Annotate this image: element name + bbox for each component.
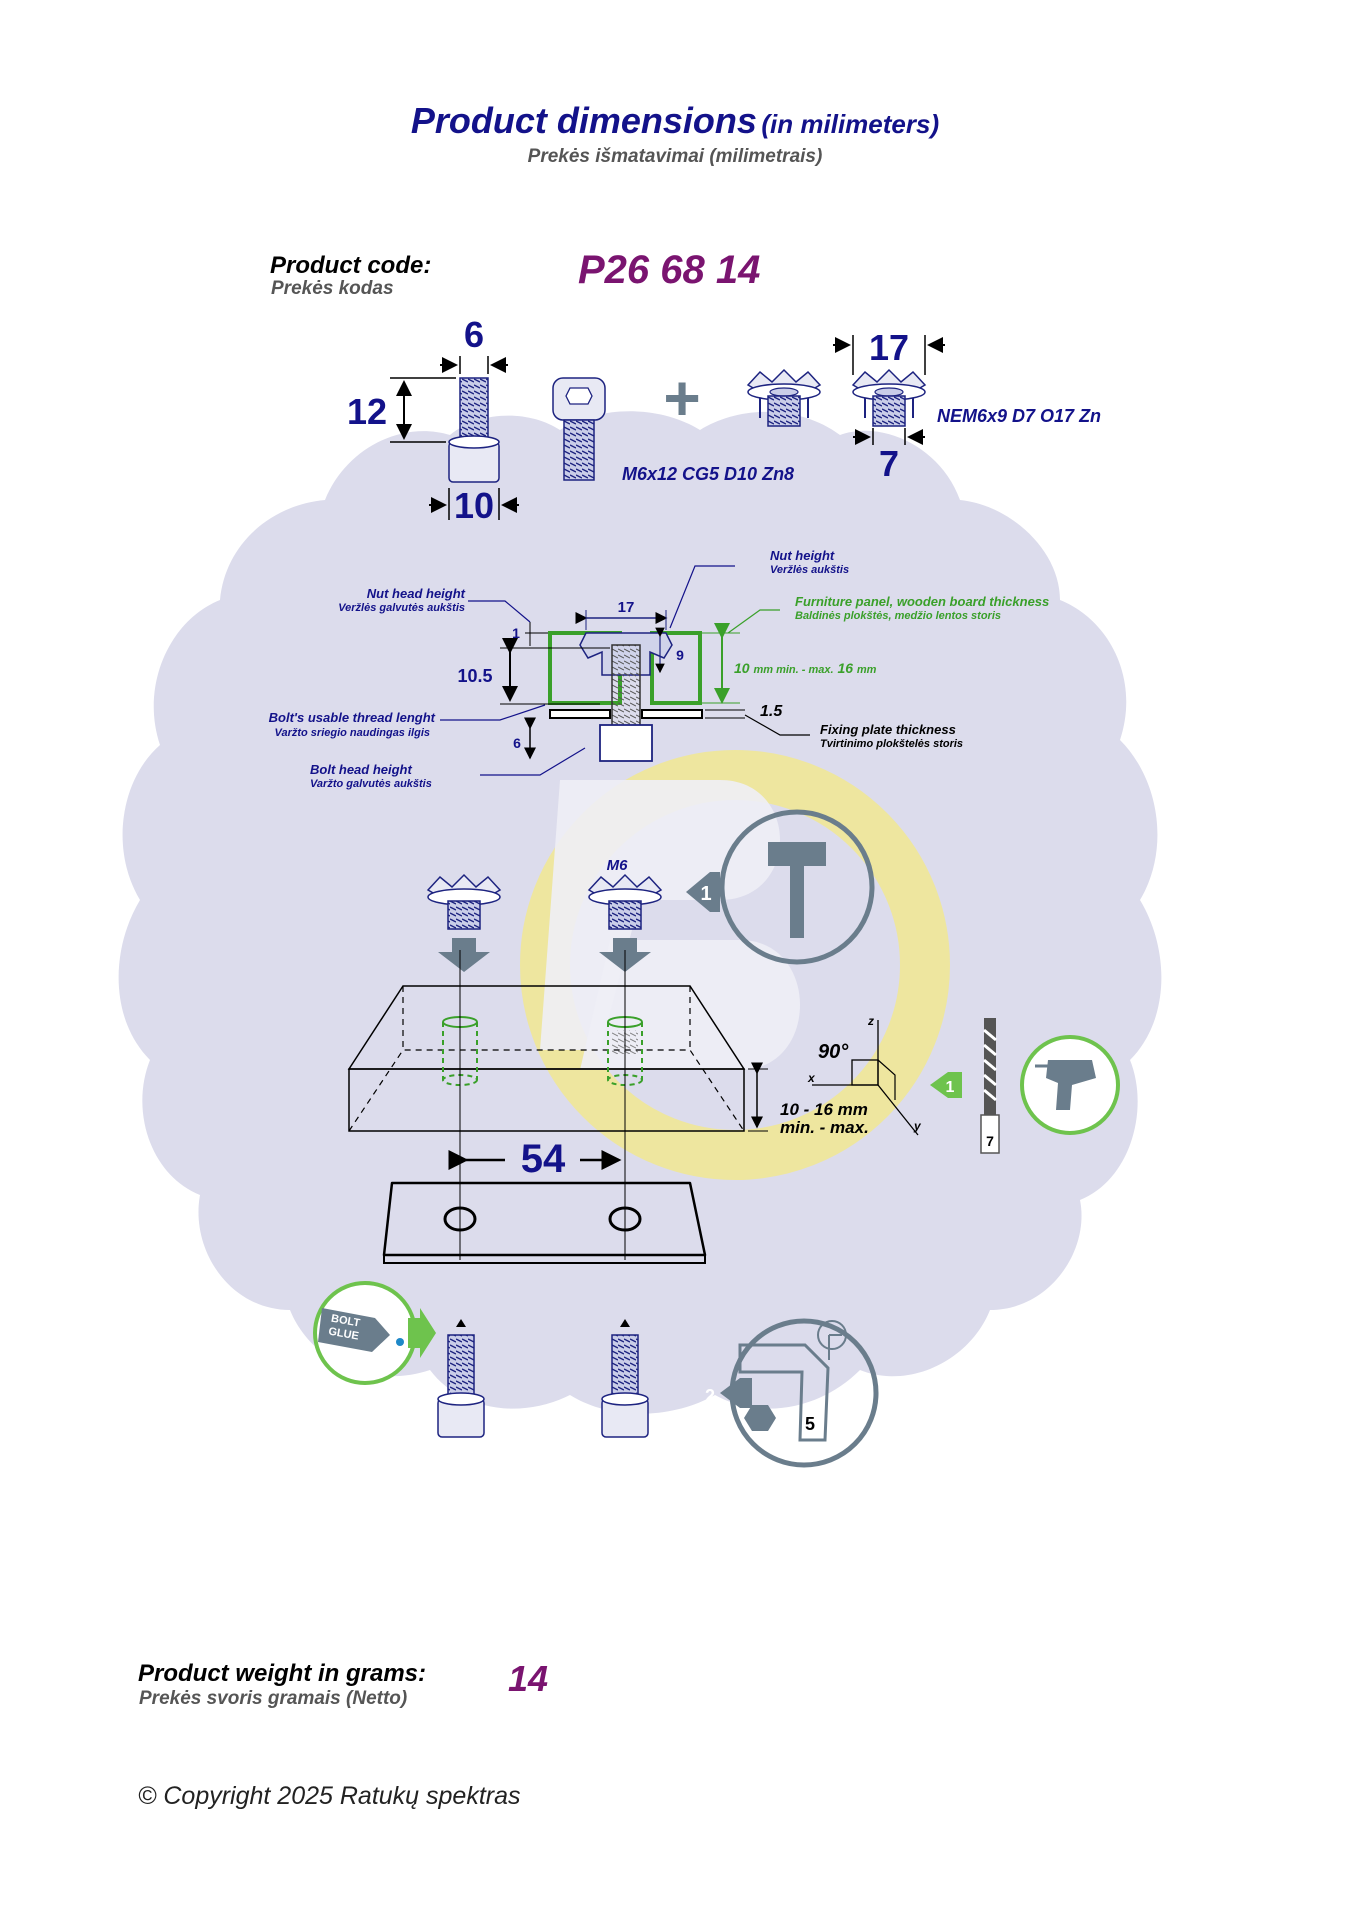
nut-height-text: Nut height (770, 548, 835, 563)
hammer-step (686, 809, 875, 965)
panel-min-text: mm min. - max. (753, 664, 833, 676)
hole-spacing-label: 54 (521, 1137, 566, 1181)
step2-number: 2 (705, 1386, 715, 1406)
bolt-glue-icon (313, 1281, 436, 1385)
cross-section-drawing (440, 565, 810, 776)
page-title: Product dimensions (in milimeters) (0, 100, 1350, 142)
bolt-width-label: 6 (464, 314, 484, 355)
axis-y: y (913, 1119, 922, 1133)
nut-height-label: 7 (879, 443, 899, 484)
tee-nut-icon (746, 368, 822, 427)
bolt-length-label: 12 (347, 391, 387, 432)
section-nut-head-value: 1 (512, 625, 520, 641)
bolt-head-height-label: Bolt head height (310, 762, 413, 777)
panel-range: 10 mm min. - max. 16 mm (734, 660, 877, 676)
bolt-spec: M6x12 CG5 D10 Zn8 (622, 464, 794, 484)
glue-text-1: BOLT (330, 1313, 361, 1330)
angle-label: 90° (818, 1041, 849, 1063)
axis-x: x (807, 1071, 816, 1085)
panel-max: 16 (837, 660, 853, 676)
panel-thickness-sub: Baldinės plokštės, medžio lentos storis (795, 610, 1001, 622)
section-bolt-head-value: 6 (513, 735, 521, 751)
plate-thickness-sub: Tvirtinimo plokštelės storis (820, 738, 963, 750)
title-unit: (in milimeters) (761, 109, 940, 139)
glue-text-2: GLUE (327, 1325, 359, 1342)
bolt-dimension-drawing (390, 356, 519, 520)
section-plate-value: 1.5 (760, 703, 783, 720)
step1-number: 1 (700, 883, 711, 905)
nut-size-label: M6 (607, 857, 628, 874)
axes-drawing (812, 1020, 919, 1136)
bolt-head-height-sub: Varžto galvutės aukštis (310, 778, 432, 790)
product-code-label: Product code: (270, 252, 432, 279)
bolt-right (601, 1319, 649, 1438)
bolt-left (437, 1319, 485, 1438)
plus-sign: + (663, 362, 700, 434)
panel-min: 10 (734, 660, 750, 676)
bolt-head-label: 10 (454, 485, 494, 526)
tee-nut-left (426, 873, 502, 930)
hex-key-step (720, 1318, 879, 1468)
nut-spec: NEM6x9 D7 O17 Zn (937, 406, 1101, 426)
section-flange-value: 17 (618, 599, 635, 616)
plate-thickness-label: Fixing plate thickness (820, 722, 956, 737)
fixing-plate (382, 1181, 707, 1264)
board-minmax: min. - max. (780, 1118, 869, 1137)
section-nut-height-value: 9 (676, 647, 684, 663)
product-code-sub: Prekės kodas (271, 278, 394, 299)
nut-head-height-sub: Veržlės galvutės aukštis (338, 602, 465, 614)
page-subtitle: Prekės išmatavimai (milimetrais) (527, 146, 823, 167)
weight-sub: Prekės svoris gramais (Netto) (139, 1688, 408, 1709)
nut-head-height-label: Nut head height (367, 586, 466, 601)
section-thread-value: 10.5 (457, 666, 492, 686)
nut-height-sub: Veržlės aukštis (770, 564, 849, 576)
axis-z: z (867, 1014, 874, 1028)
product-code-value: P26 68 14 (578, 248, 761, 292)
title-main: Product dimensions (410, 100, 757, 141)
drill-step (930, 1035, 1120, 1135)
weight-label: Product weight in grams: (138, 1660, 427, 1687)
thread-length-label: Bolt's usable thread lenght (269, 710, 436, 725)
tee-nut-dimension-drawing (833, 335, 945, 445)
tee-nut-right (587, 873, 663, 930)
drill-step-number: 1 (946, 1079, 955, 1096)
weight-value: 14 (508, 1658, 549, 1699)
nut-flange-label: 17 (869, 327, 909, 368)
drill-bit-icon (980, 1018, 1000, 1154)
panel-thickness-label: Furniture panel, wooden board thickness (795, 594, 1049, 609)
thread-length-sub: Varžto sriegio naudingas ilgis (275, 727, 430, 739)
panel-max-unit: mm (857, 664, 877, 676)
bolt-icon (552, 377, 606, 481)
copyright: © Copyright 2025 Ratukų spektras (138, 1782, 521, 1810)
drill-size: 7 (986, 1133, 994, 1149)
hex-key-size: 5 (805, 1414, 815, 1434)
board-range: 10 - 16 mm (780, 1100, 868, 1119)
